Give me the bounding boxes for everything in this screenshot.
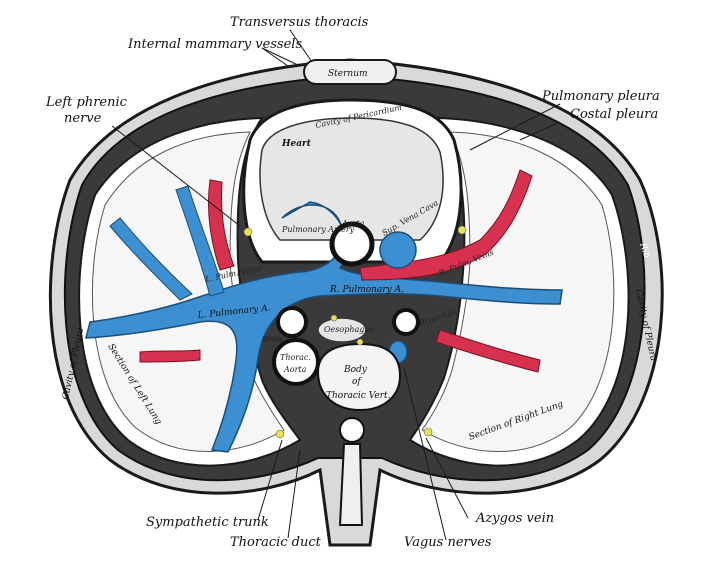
label-thoracic-duct: Thoracic duct bbox=[230, 535, 322, 550]
label-bronchus-left: Bron. bbox=[261, 335, 284, 344]
left-lower-vein bbox=[139, 349, 201, 363]
label-body-vert-line2: of bbox=[352, 377, 362, 387]
label-left-phrenic-nerve-line2: nerve bbox=[64, 111, 102, 126]
label-sympathetic-trunk: Sympathetic trunk bbox=[146, 515, 269, 530]
label-pulmonary-pleura: Pulmonary pleura bbox=[541, 89, 660, 104]
right-sympathetic-dot bbox=[423, 427, 433, 437]
superior-vena-cava bbox=[379, 231, 417, 269]
left-bronchus bbox=[276, 306, 308, 338]
right-pulmonary-veins bbox=[359, 169, 533, 281]
label-r-pulmonary-a: R. Pulmonary A. bbox=[329, 285, 404, 295]
spinous-process bbox=[338, 443, 364, 526]
label-pulmonary-artery: Pulmonary Artery bbox=[281, 225, 355, 234]
label-thoracic-aorta-line1: Thorac. bbox=[280, 353, 311, 362]
phrenic-nerve-dot bbox=[243, 227, 253, 237]
right-phrenic-dot bbox=[457, 225, 467, 235]
right-bronchus bbox=[392, 308, 420, 336]
aorta bbox=[329, 221, 375, 267]
pulmonary-artery bbox=[85, 201, 563, 453]
left-pulmonary-veins bbox=[208, 179, 235, 271]
left-upper-branch-2 bbox=[109, 217, 193, 301]
label-heart: Heart bbox=[281, 139, 312, 149]
sternum bbox=[303, 59, 397, 85]
thoracic-aorta bbox=[272, 338, 320, 386]
label-azygos-vein: Azygos vein bbox=[475, 511, 554, 526]
label-sternum: Sternum bbox=[328, 69, 368, 79]
label-oesophagus: Oesophagus bbox=[324, 325, 374, 334]
label-rib-left: Rib bbox=[33, 275, 48, 294]
label-body-vert-line1: Body bbox=[343, 365, 368, 375]
spinal-canal bbox=[339, 417, 365, 443]
sympathetic-trunk-dot bbox=[275, 429, 285, 439]
leader-lines bbox=[111, 29, 561, 541]
label-aorta: Aorta bbox=[341, 219, 365, 228]
oesophagus bbox=[317, 317, 367, 343]
label-vagus-nerves: Vagus nerves bbox=[404, 535, 492, 550]
vagus-nerve-dot-1 bbox=[330, 314, 338, 322]
label-internal-mammary-vessels: Internal mammary vessels bbox=[127, 37, 302, 52]
label-rib-right: Rib bbox=[637, 241, 652, 260]
label-transversus-thoracis: Transversus thoracis bbox=[230, 15, 369, 30]
heart bbox=[259, 117, 444, 241]
label-thoracic-aorta-line2: Aorta bbox=[283, 365, 307, 374]
vertebral-body bbox=[316, 342, 402, 412]
label-costal-pleura: Costal pleura bbox=[570, 107, 658, 122]
label-left-phrenic-nerve-line1: Left phrenic bbox=[45, 95, 128, 110]
vagus-nerve-dot-2 bbox=[356, 338, 364, 346]
label-body-vert-line3: Thoracic Vert. bbox=[326, 391, 391, 401]
right-lower-veins bbox=[435, 329, 541, 373]
